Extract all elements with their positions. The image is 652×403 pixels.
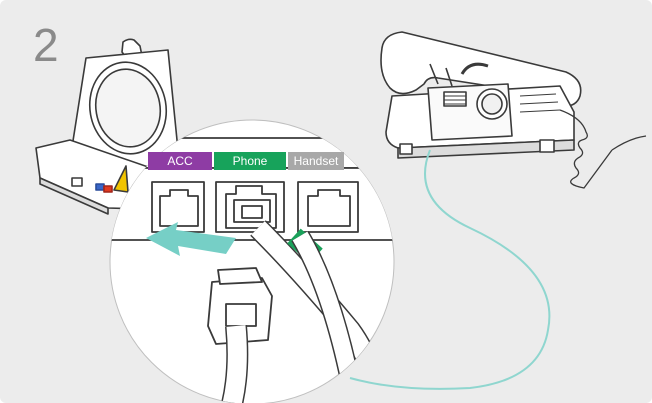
desk-phone [381,32,646,188]
port-label-handset-text: Handset [294,154,339,168]
handset-jack [298,182,358,232]
acc-jack [152,182,204,232]
port-label-phone-text: Phone [233,154,268,168]
port-label-phone: Phone [214,152,286,170]
port-label-acc: ACC [148,152,212,170]
port-label-acc-text: ACC [167,154,193,168]
port-labels: ACC Phone Handset [148,152,344,170]
port-label-handset: Handset [288,152,344,170]
phone-jack [216,182,284,232]
